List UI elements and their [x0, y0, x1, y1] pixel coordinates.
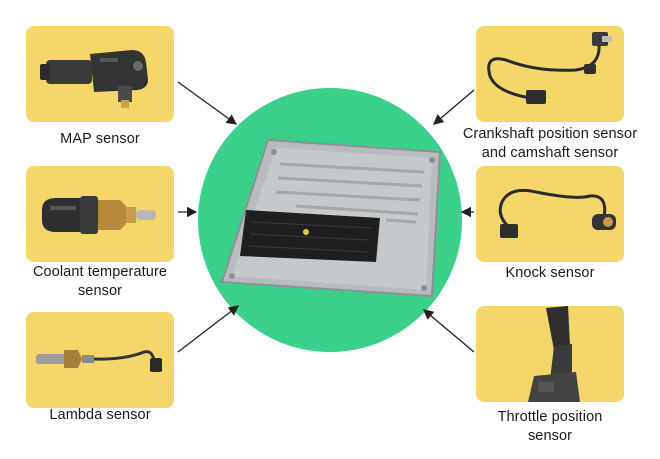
crankshaft-sensor-card [476, 26, 624, 122]
ecu-unit-image [220, 138, 442, 298]
knock-sensor-image [498, 188, 616, 238]
crankshaft-sensor-label-line1: Crankshaft position sensor [462, 126, 638, 142]
crankshaft-sensor-image [487, 32, 612, 104]
coolant-sensor-label: Coolant temperature sensor [14, 263, 186, 301]
throttle-sensor-label-line2: sensor [527, 428, 573, 444]
coolant-sensor-card [26, 166, 174, 262]
map-sensor-card [26, 26, 174, 122]
throttle-sensor-label: Throttle position sensor [466, 408, 634, 446]
map-sensor-image [40, 50, 148, 108]
throttle-sensor-card [476, 306, 624, 402]
connection-arrows [177, 81, 475, 353]
coolant-sensor-label-line1: Coolant temperature [32, 264, 168, 280]
arrow-lambda-to-ecu [177, 305, 240, 353]
coolant-sensor-label-line2: sensor [77, 283, 123, 299]
knock-sensor-card [476, 166, 624, 262]
knock-sensor-label: Knock sensor [505, 265, 595, 281]
arrow-crankshaft-to-ecu [433, 89, 475, 125]
arrow-map-to-ecu [177, 81, 238, 125]
lambda-sensor-image [36, 350, 162, 372]
throttle-sensor-image [528, 306, 580, 402]
lambda-sensor-label: Lambda sensor [49, 407, 151, 423]
map-sensor-label: MAP sensor [60, 131, 140, 147]
throttle-sensor-label-line1: Throttle position [497, 409, 603, 425]
lambda-sensor-card [26, 312, 174, 408]
crankshaft-sensor-label: Crankshaft position sensor and camshaft … [444, 125, 656, 163]
crankshaft-sensor-label-line2: and camshaft sensor [481, 145, 619, 161]
coolant-sensor-image [42, 196, 156, 234]
arrow-throttle-to-ecu [423, 309, 475, 353]
